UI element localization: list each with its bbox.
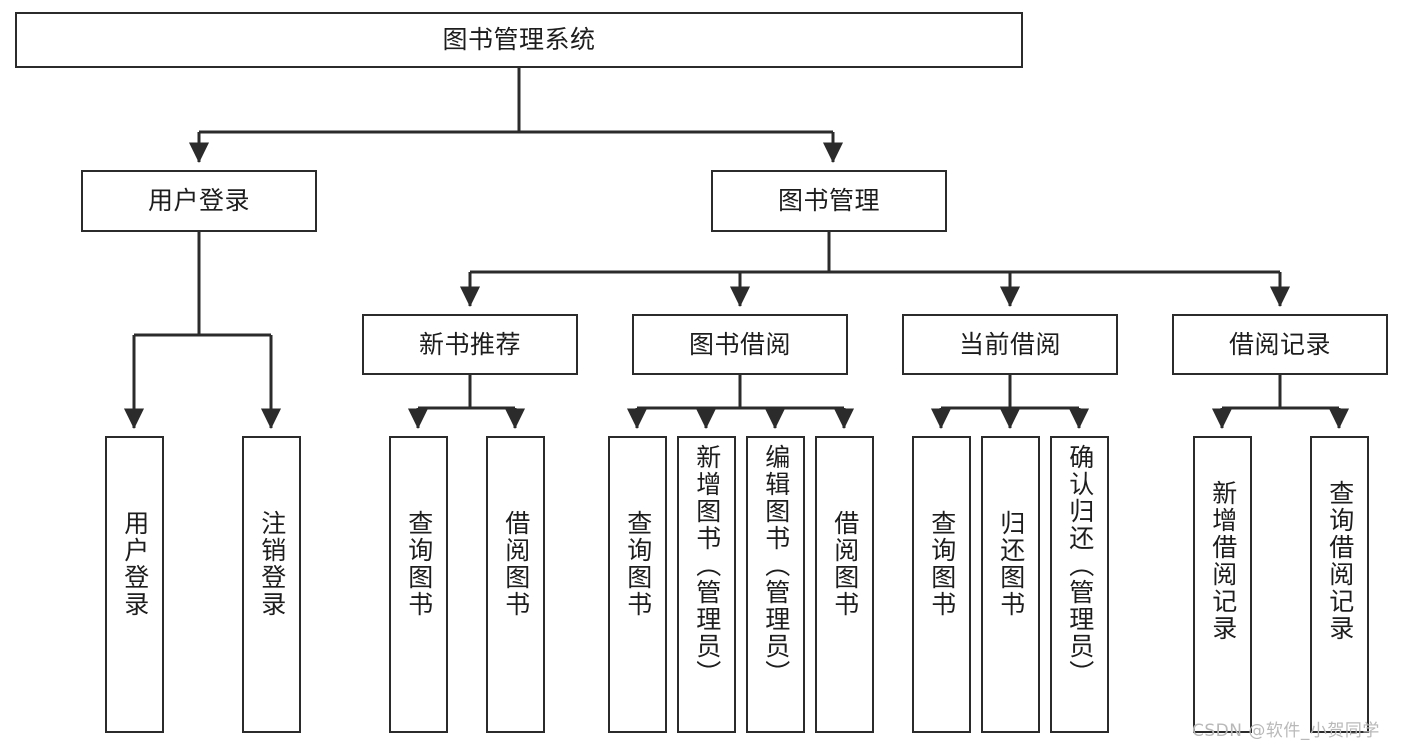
- node-leaf-query-book-borrow[interactable]: 查询图书: [608, 436, 667, 733]
- node-label: 借阅图书: [830, 510, 860, 618]
- node-new-book-recommend[interactable]: 新书推荐: [362, 314, 578, 375]
- node-leaf-add-borrow-record[interactable]: 新增借阅记录: [1193, 436, 1252, 733]
- node-leaf-logout[interactable]: 注销登录: [242, 436, 301, 733]
- node-label: 借阅记录: [1228, 329, 1331, 359]
- node-leaf-borrow-book-recommend[interactable]: 借阅图书: [486, 436, 545, 733]
- node-leaf-query-book-recommend[interactable]: 查询图书: [389, 436, 448, 733]
- node-leaf-query-borrow-record[interactable]: 查询借阅记录: [1310, 436, 1369, 733]
- node-leaf-edit-book-admin[interactable]: 编辑图书（管理员）: [746, 436, 805, 733]
- node-label: 查询图书: [623, 510, 653, 618]
- node-leaf-borrow-book[interactable]: 借阅图书: [815, 436, 874, 733]
- node-label: 编辑图书（管理员）: [761, 444, 791, 687]
- node-label: 注销登录: [257, 510, 287, 618]
- node-leaf-confirm-return-admin[interactable]: 确认归还（管理员）: [1050, 436, 1109, 733]
- node-borrow-record[interactable]: 借阅记录: [1172, 314, 1388, 375]
- node-user-login[interactable]: 用户登录: [81, 170, 317, 232]
- node-label: 新增借阅记录: [1208, 480, 1238, 642]
- node-label: 用户登录: [147, 186, 250, 216]
- node-root-book-management-system[interactable]: 图书管理系统: [15, 12, 1023, 68]
- node-leaf-user-login[interactable]: 用户登录: [105, 436, 164, 733]
- node-label: 查询借阅记录: [1325, 480, 1355, 642]
- node-label: 图书管理: [777, 186, 880, 216]
- node-label: 图书借阅: [688, 329, 791, 359]
- node-label: 确认归还（管理员）: [1065, 444, 1095, 687]
- node-label: 新书推荐: [418, 329, 521, 359]
- node-leaf-query-book-current[interactable]: 查询图书: [912, 436, 971, 733]
- node-label: 用户登录: [120, 510, 150, 618]
- csdn-watermark: CSDN @软件_小贺同学: [1192, 721, 1380, 741]
- node-label: 归还图书: [996, 510, 1026, 618]
- node-label: 当前借阅: [958, 329, 1061, 359]
- node-current-borrow[interactable]: 当前借阅: [902, 314, 1118, 375]
- node-leaf-add-book-admin[interactable]: 新增图书（管理员）: [677, 436, 736, 733]
- node-label: 图书管理系统: [442, 25, 596, 55]
- node-label: 借阅图书: [501, 510, 531, 618]
- node-book-borrow[interactable]: 图书借阅: [632, 314, 848, 375]
- node-label: 新增图书（管理员）: [692, 444, 722, 687]
- node-label: 查询图书: [404, 510, 434, 618]
- node-book-management[interactable]: 图书管理: [711, 170, 947, 232]
- node-leaf-return-book[interactable]: 归还图书: [981, 436, 1040, 733]
- node-label: 查询图书: [927, 510, 957, 618]
